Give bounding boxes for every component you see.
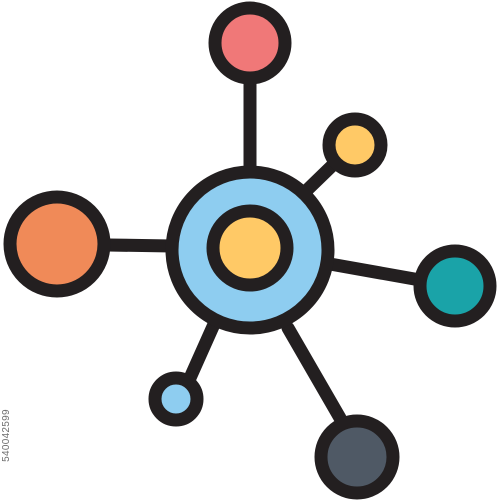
node-left: [3, 190, 111, 298]
node-bottom: [314, 414, 400, 500]
node-right: [413, 244, 497, 328]
network-nodes: [3, 1, 497, 500]
hub-core: [206, 204, 294, 292]
stock-id-text: 540042599: [0, 408, 12, 462]
node-lower-left: [148, 371, 204, 427]
connector-right: [323, 257, 427, 287]
connector-left: [101, 238, 179, 253]
stock-id-watermark: 540042599: [0, 385, 12, 485]
connector-lower-left: [183, 315, 222, 385]
connector-bottom: [281, 321, 347, 425]
connector-lines: [101, 73, 427, 425]
node-top: [208, 1, 292, 85]
node-upper-right: [322, 112, 388, 178]
